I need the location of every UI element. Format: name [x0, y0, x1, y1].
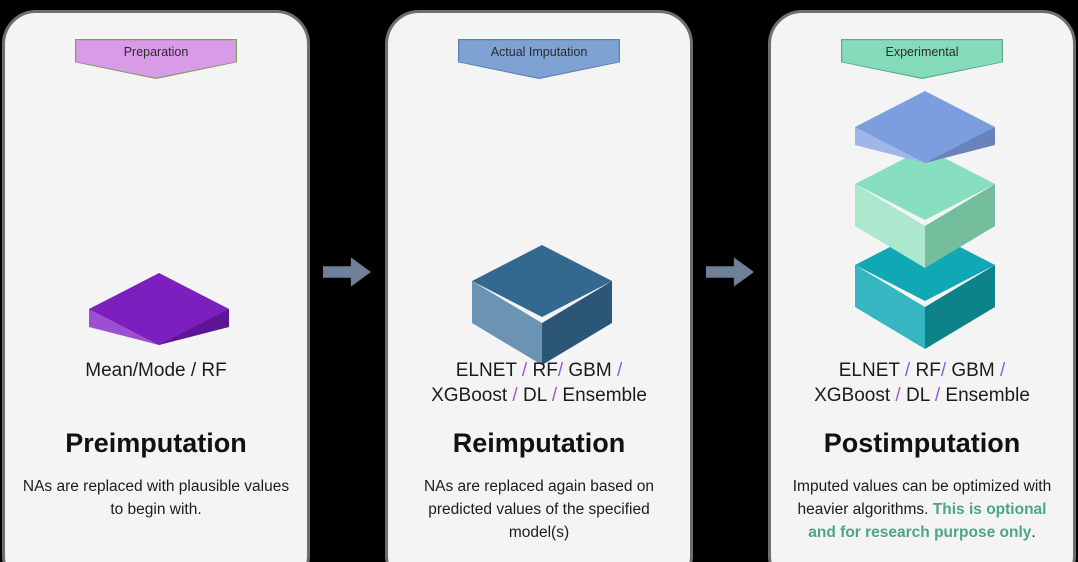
separator-slash: /	[890, 385, 906, 406]
description-emphasis: This is optional and for research purpos…	[808, 501, 1047, 541]
separator-slash: /	[940, 360, 952, 381]
stage-description-reimputation: NAs are replaced again based on predicte…	[402, 475, 676, 544]
stage-heading-reimputation: Reimputation	[452, 428, 626, 458]
stage-panel-reimputation: Actual Imputation ELNET / RF/ GBM / XGBo…	[385, 10, 693, 562]
stage-heading-preimputation: Preimputation	[65, 428, 247, 458]
description-text: NAs are replaced again based on predicte…	[423, 478, 655, 541]
graphic-steel-blue-cube	[472, 245, 612, 365]
stage-heading-postimputation: Postimputation	[823, 428, 1021, 458]
separator-slash: /	[929, 385, 946, 406]
separator-slash: /	[546, 385, 563, 406]
description-text: Imputed values can be optimized with hea…	[792, 478, 1052, 518]
graphic-mint-cube	[855, 148, 995, 268]
model-line: ELNET / RF/ GBM /	[396, 358, 682, 383]
model-token: XGBoost	[814, 385, 891, 406]
stage-banner-preparation: Preparation	[75, 39, 237, 79]
model-token: ELNET	[455, 360, 517, 381]
description-text-tail: .	[1031, 524, 1036, 541]
separator-slash: /	[516, 360, 533, 381]
separator-slash: /	[994, 360, 1006, 381]
stage-banner-actual-imputation: Actual Imputation	[458, 39, 620, 79]
graphic-teal-cube	[855, 229, 995, 349]
model-line: Mean/Mode / RF	[85, 360, 227, 381]
description-text: NAs are replaced with plausible values t…	[22, 478, 290, 518]
model-token: Ensemble	[945, 385, 1030, 406]
periwinkle-top-face	[855, 91, 995, 163]
stage-banner-label: Experimental	[885, 45, 959, 59]
model-token: DL	[522, 385, 547, 406]
model-token: GBM	[568, 360, 612, 381]
model-list-reimputation: ELNET / RF/ GBM / XGBoost / DL / Ensembl…	[396, 358, 682, 408]
separator-slash: /	[507, 385, 523, 406]
model-line: XGBoost / DL / Ensemble	[779, 383, 1065, 408]
model-list-postimputation: ELNET / RF/ GBM / XGBoost / DL / Ensembl…	[779, 358, 1065, 408]
stage-banner-label: Preparation	[123, 45, 189, 59]
stage-description-preimputation: NAs are replaced with plausible values t…	[19, 475, 293, 521]
model-token: Ensemble	[562, 385, 647, 406]
separator-slash: /	[557, 360, 569, 381]
stage-banner-experimental: Experimental	[841, 39, 1003, 79]
model-token: RF	[915, 360, 941, 381]
model-list-preimputation: Mean/Mode / RF	[13, 358, 299, 383]
model-token: XGBoost	[431, 385, 508, 406]
model-token: DL	[905, 385, 930, 406]
graphic-periwinkle-slab	[855, 91, 995, 163]
stage-banner-label: Actual Imputation	[490, 45, 588, 59]
flow-arrow-right-icon	[706, 257, 754, 287]
model-line: ELNET / RF/ GBM /	[779, 358, 1065, 383]
flow-arrow-right-icon	[323, 257, 371, 287]
model-token: ELNET	[838, 360, 900, 381]
stage-panel-preimputation: Preparation Mean/Mode / RF Preimputation…	[2, 10, 310, 562]
separator-slash: /	[611, 360, 623, 381]
slab-top-face	[89, 273, 229, 345]
stage-description-postimputation: Imputed values can be optimized with hea…	[785, 475, 1059, 544]
model-token: GBM	[951, 360, 995, 381]
separator-slash: /	[899, 360, 916, 381]
model-token: RF	[532, 360, 558, 381]
stage-panel-postimputation: Experimental ELNET / RF/ GBM /	[768, 10, 1076, 562]
graphic-purple-slab	[89, 273, 229, 345]
model-line: XGBoost / DL / Ensemble	[396, 383, 682, 408]
